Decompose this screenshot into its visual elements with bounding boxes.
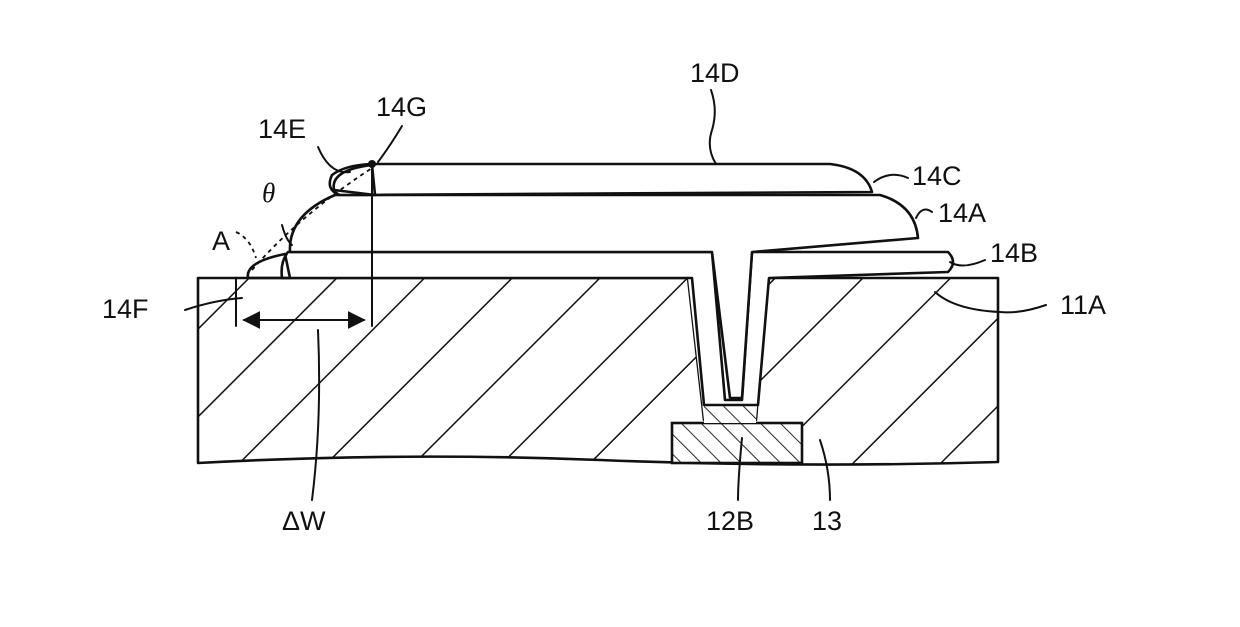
label-14A: 14A xyxy=(938,198,986,228)
label-A: A xyxy=(212,226,230,256)
label-11A: 11A xyxy=(1060,290,1106,320)
label-14G: 14G xyxy=(376,92,427,122)
label-14F: 14F xyxy=(102,294,149,324)
label-14B: 14B xyxy=(990,238,1038,268)
label-13: 13 xyxy=(812,506,842,536)
label-14D: 14D xyxy=(690,58,740,88)
label-14E: 14E xyxy=(258,114,306,144)
label-theta: θ xyxy=(262,178,275,208)
label-12B: 12B xyxy=(706,506,754,536)
layer-14D xyxy=(330,164,872,195)
label-14C: 14C xyxy=(912,161,962,191)
label-deltaW: ΔW xyxy=(282,506,326,536)
